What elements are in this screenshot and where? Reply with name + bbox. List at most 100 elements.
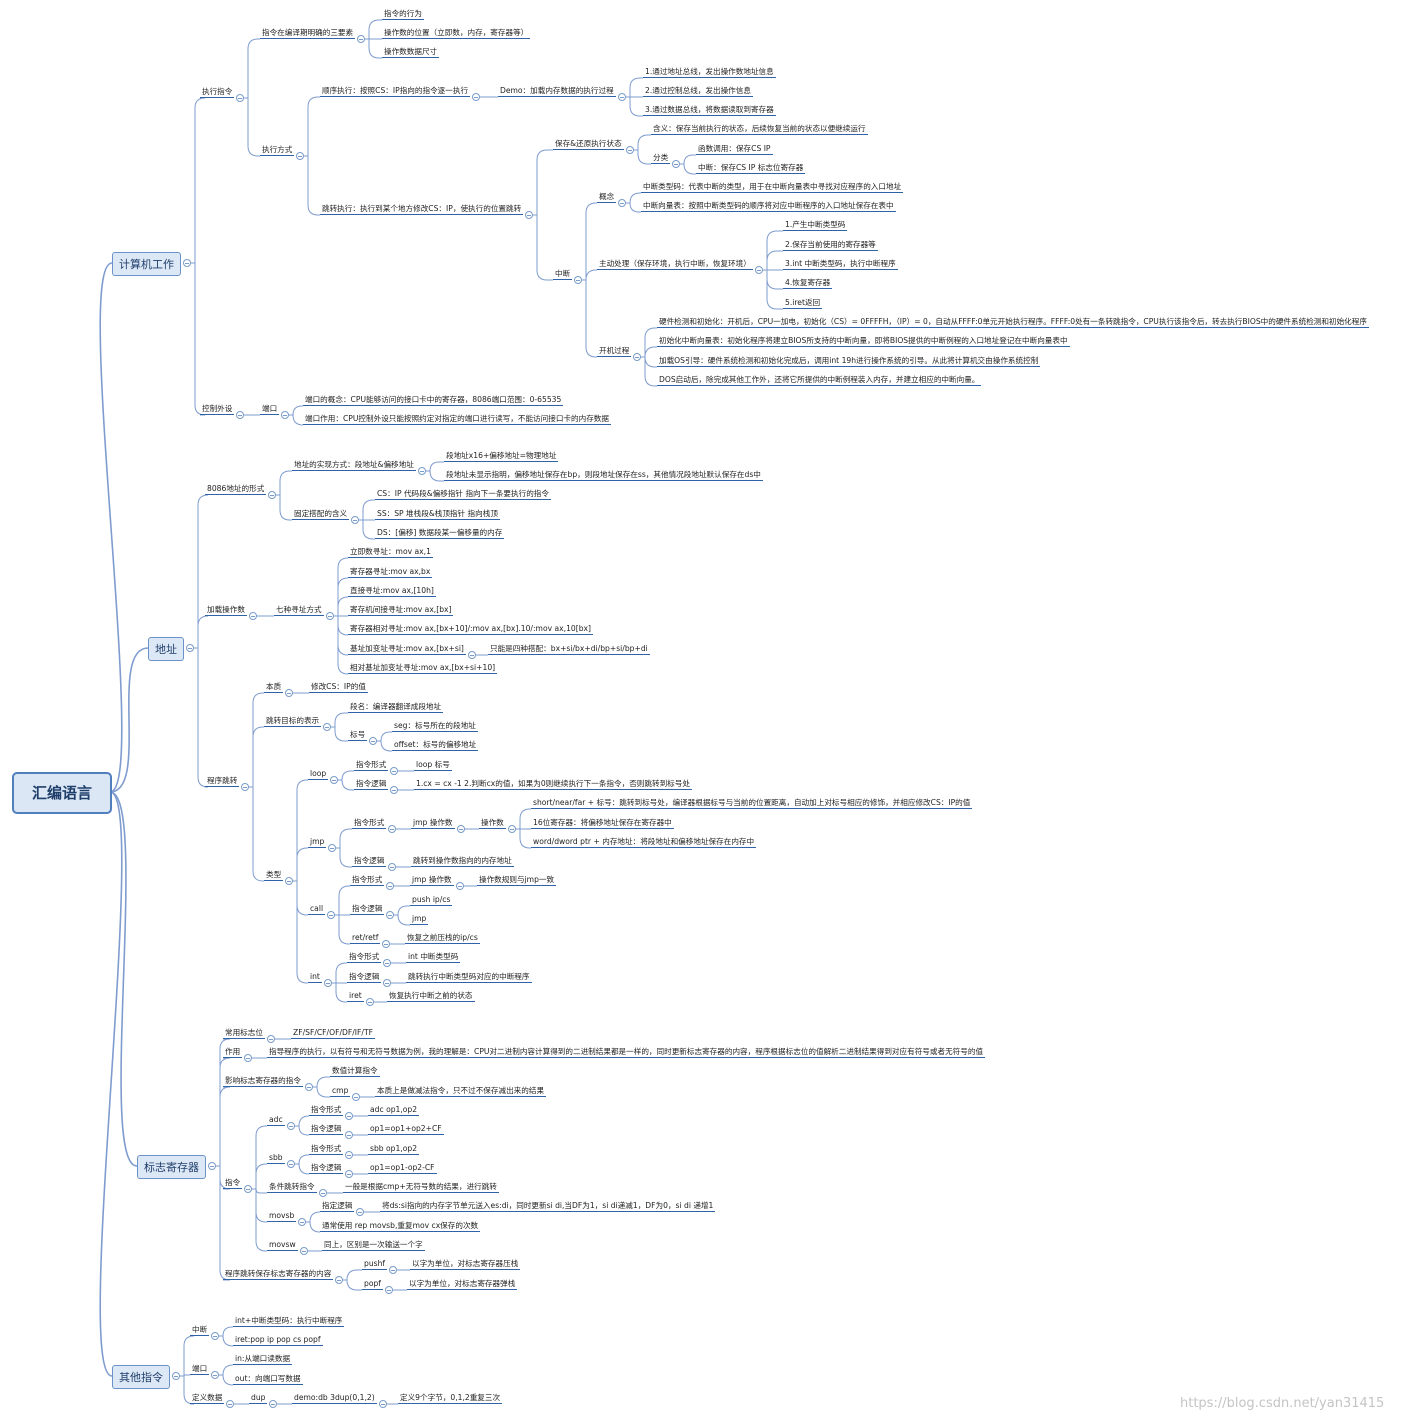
collapse-toggle-icon[interactable] xyxy=(388,863,396,871)
collapse-toggle-icon[interactable] xyxy=(626,146,634,154)
mindmap-node-b1a2b2b4[interactable]: 4.恢复寄存器 xyxy=(783,278,833,289)
collapse-toggle-icon[interactable] xyxy=(298,1218,306,1226)
mindmap-node-b2b1f[interactable]: 基址加变址寻址:mov ax,[bx+si] xyxy=(348,644,466,655)
mindmap-node-b3d3[interactable]: 条件跳转指令 xyxy=(267,1182,317,1193)
mindmap-node-b4a1[interactable]: int+中断类型码：执行中断程序 xyxy=(233,1316,345,1327)
mindmap-node-b4c1[interactable]: dup xyxy=(249,1393,268,1404)
mindmap-node-b2c3b[interactable]: jmp xyxy=(308,837,327,848)
mindmap-node-b4c[interactable]: 定义数据 xyxy=(190,1393,225,1404)
collapse-toggle-icon[interactable] xyxy=(508,825,516,833)
mindmap-node-b2a[interactable]: 8086地址的形式 xyxy=(205,484,267,495)
collapse-toggle-icon[interactable] xyxy=(386,882,394,890)
collapse-toggle-icon[interactable] xyxy=(388,825,396,833)
mindmap-node-b3d4b[interactable]: 通常使用 rep movsb,重复mov cx保存的次数 xyxy=(320,1221,481,1232)
collapse-toggle-icon[interactable] xyxy=(249,612,257,620)
collapse-toggle-icon[interactable] xyxy=(369,737,377,745)
collapse-toggle-icon[interactable] xyxy=(755,266,763,274)
mindmap-node-b3c2a[interactable]: 本质上是做减法指令，只不过不保存减出来的结果 xyxy=(375,1086,547,1097)
collapse-toggle-icon[interactable] xyxy=(383,979,391,987)
mindmap-node-b3d5a[interactable]: 同上，区别是一次输送一个字 xyxy=(322,1240,425,1251)
mindmap-node-b2c3c3a[interactable]: 恢复之前压栈的ip/cs xyxy=(405,933,480,944)
collapse-toggle-icon[interactable] xyxy=(345,1131,353,1139)
mindmap-node-b4a2[interactable]: iret:pop ip pop cs popf xyxy=(233,1335,323,1346)
mindmap-node-b1a2[interactable]: 执行方式 xyxy=(260,145,295,156)
collapse-toggle-icon[interactable] xyxy=(208,1162,216,1170)
mindmap-node-b4a[interactable]: 中断 xyxy=(190,1325,210,1336)
mindmap-node-b2c3b1a[interactable]: jmp 操作数 xyxy=(411,818,455,829)
mindmap-node-b1a2b[interactable]: 跳转执行：执行到某个地方修改CS：IP，使执行的位置跳转 xyxy=(320,204,524,215)
mindmap-node-b4b2[interactable]: out：向端口写数据 xyxy=(233,1374,303,1385)
mindmap-node-b3d4[interactable]: movsb xyxy=(267,1211,297,1222)
mindmap-node-b4b[interactable]: 端口 xyxy=(190,1364,210,1375)
mindmap-node-b1a2b2b5[interactable]: 5.iret返回 xyxy=(783,298,823,309)
mindmap-node-b1a2a1b[interactable]: 2.通过控制总线，发出操作信息 xyxy=(643,86,753,97)
mindmap-node-b2b1f1[interactable]: 只能是四种搭配：bx+si/bx+di/bp+si/bp+di xyxy=(488,644,650,655)
mindmap-node-b1a2b2a1[interactable]: 中断类型码：代表中断的类型，用于在中断向量表中寻找对应程序的入口地址 xyxy=(641,182,904,193)
collapse-toggle-icon[interactable] xyxy=(390,767,398,775)
collapse-toggle-icon[interactable] xyxy=(335,1276,343,1284)
mindmap-node-b3c2[interactable]: cmp xyxy=(330,1086,351,1097)
mindmap-node-b1a2b1a[interactable]: 含义：保存当前执行的状态，后续恢复当前的状态以便继续运行 xyxy=(651,124,868,135)
collapse-toggle-icon[interactable] xyxy=(183,259,191,267)
collapse-toggle-icon[interactable] xyxy=(323,723,331,731)
collapse-toggle-icon[interactable] xyxy=(241,783,249,791)
collapse-toggle-icon[interactable] xyxy=(211,1371,219,1379)
mindmap-node-b3d2b[interactable]: 指令逻辑 xyxy=(309,1163,344,1174)
mindmap-node-b4b1[interactable]: in:从端口读数据 xyxy=(233,1354,293,1365)
collapse-toggle-icon[interactable] xyxy=(389,1266,397,1274)
collapse-toggle-icon[interactable] xyxy=(287,1160,295,1168)
mindmap-node-b3d1a[interactable]: 指令形式 xyxy=(309,1105,344,1116)
mindmap-node-b1a2b2c[interactable]: 开机过程 xyxy=(597,346,632,357)
mindmap-node-b2a2c[interactable]: DS：[偏移] 数据段某一偏移量的内存 xyxy=(375,528,505,539)
mindmap-node-b3[interactable]: 标志寄存器 xyxy=(137,1155,206,1179)
collapse-toggle-icon[interactable] xyxy=(574,276,582,284)
mindmap-node-b1b[interactable]: 控制外设 xyxy=(200,404,235,415)
mindmap-node-b2c3c3[interactable]: ret/retf xyxy=(350,933,381,944)
mindmap-node-b2b[interactable]: 加载操作数 xyxy=(205,605,247,616)
collapse-toggle-icon[interactable] xyxy=(633,353,641,361)
mindmap-node-b3d1a1[interactable]: adc op1,op2 xyxy=(368,1105,420,1116)
collapse-toggle-icon[interactable] xyxy=(326,612,334,620)
mindmap-node-b1a2b1b1[interactable]: 函数调用：保存CS IP xyxy=(696,144,773,155)
mindmap-node-b2c3b1a1[interactable]: 操作数 xyxy=(479,818,506,829)
collapse-toggle-icon[interactable] xyxy=(287,1122,295,1130)
mindmap-node-b2c3d3a[interactable]: 恢复执行中断之前的状态 xyxy=(387,991,475,1002)
mindmap-node-b2c3b2[interactable]: 指令逻辑 xyxy=(352,856,387,867)
mindmap-node-b2c[interactable]: 程序跳转 xyxy=(205,776,240,787)
mindmap-node-b2c3d1a[interactable]: int 中断类型码 xyxy=(406,952,461,963)
mindmap-node-b2[interactable]: 地址 xyxy=(148,637,184,661)
mindmap-node-b3e[interactable]: 程序跳转保存标志寄存器的内容 xyxy=(223,1269,334,1280)
collapse-toggle-icon[interactable] xyxy=(457,825,465,833)
collapse-toggle-icon[interactable] xyxy=(281,411,289,419)
collapse-toggle-icon[interactable] xyxy=(300,1247,308,1255)
collapse-toggle-icon[interactable] xyxy=(618,199,626,207)
collapse-toggle-icon[interactable] xyxy=(327,911,335,919)
collapse-toggle-icon[interactable] xyxy=(352,1093,360,1101)
collapse-toggle-icon[interactable] xyxy=(319,1189,327,1197)
collapse-toggle-icon[interactable] xyxy=(244,1054,252,1062)
mindmap-node-b1b1a[interactable]: 端口的概念：CPU能够访问的接口卡中的寄存器，8086端口范围：0-65535 xyxy=(303,395,564,406)
collapse-toggle-icon[interactable] xyxy=(244,1185,252,1193)
mindmap-node-b2c2[interactable]: 跳转目标的表示 xyxy=(264,716,322,727)
mindmap-node-b1a2b2b2[interactable]: 2.保存当前使用的寄存器等 xyxy=(783,240,878,251)
mindmap-node-b2a1a[interactable]: 段地址x16+偏移地址=物理地址 xyxy=(444,451,559,462)
collapse-toggle-icon[interactable] xyxy=(468,651,476,659)
mindmap-node-b2b1[interactable]: 七种寻址方式 xyxy=(274,605,324,616)
collapse-toggle-icon[interactable] xyxy=(366,998,374,1006)
mindmap-node-b2c3d1[interactable]: 指令形式 xyxy=(347,952,382,963)
mindmap-node-b2c3d3[interactable]: iret xyxy=(347,991,364,1002)
mindmap-node-b2a2[interactable]: 固定搭配的含义 xyxy=(292,509,350,520)
collapse-toggle-icon[interactable] xyxy=(345,1112,353,1120)
mindmap-node-b1b1[interactable]: 端口 xyxy=(260,404,280,415)
mindmap-node-b2a2b[interactable]: SS：SP 堆栈段&栈顶指针 指向栈顶 xyxy=(375,509,500,520)
mindmap-node-b2c3a1[interactable]: 指令形式 xyxy=(354,760,389,771)
collapse-toggle-icon[interactable] xyxy=(305,1083,313,1091)
collapse-toggle-icon[interactable] xyxy=(390,786,398,794)
mindmap-node-b3d5[interactable]: movsw xyxy=(267,1240,298,1251)
mindmap-node-b1a2b1b[interactable]: 分类 xyxy=(651,153,671,164)
mindmap-node-b3d1b[interactable]: 指令逻辑 xyxy=(309,1124,344,1135)
mindmap-node-b3d1[interactable]: adc xyxy=(267,1115,285,1126)
mindmap-node-b2c1a[interactable]: 修改CS：IP的值 xyxy=(309,682,368,693)
mindmap-node-b1a2b2b3[interactable]: 3.int 中断类型码，执行中断程序 xyxy=(783,259,898,270)
collapse-toggle-icon[interactable] xyxy=(418,467,426,475)
